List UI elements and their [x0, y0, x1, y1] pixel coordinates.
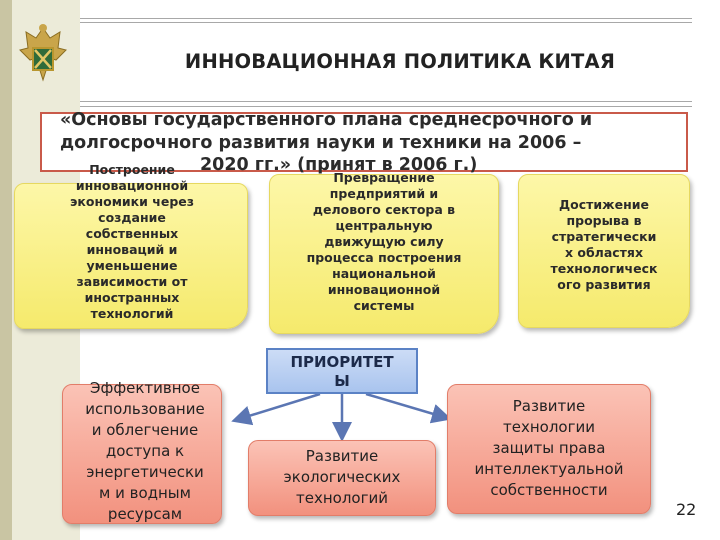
left-decor-band	[0, 0, 12, 540]
priority-box-1	[62, 384, 222, 524]
title-rule-top-2	[80, 22, 692, 23]
page-number: 22	[676, 500, 697, 519]
customs-emblem-icon	[19, 24, 67, 82]
goal-box-1	[14, 183, 248, 329]
arrow-right	[365, 392, 452, 424]
priority-box-2	[248, 440, 436, 516]
goal-box-3	[518, 174, 690, 328]
banner-line-3: 2020 гг.» (принят в 2006 г.)	[200, 155, 478, 175]
plan-banner	[40, 112, 688, 172]
arrow-left	[231, 392, 321, 426]
banner-line-1: «Основы государственного плана среднесро…	[60, 110, 593, 130]
banner-line-2: долгосрочного развития науки и техники н…	[60, 133, 582, 153]
priority-box-3	[447, 384, 651, 514]
title-rule-top-1	[80, 18, 692, 19]
goal-box-2	[269, 174, 499, 334]
title-rule-bottom-2	[80, 106, 692, 107]
page-title: ИННОВАЦИОННАЯ ПОЛИТИКА КИТАЯ	[184, 50, 616, 73]
title-rule-bottom-1	[80, 101, 692, 102]
